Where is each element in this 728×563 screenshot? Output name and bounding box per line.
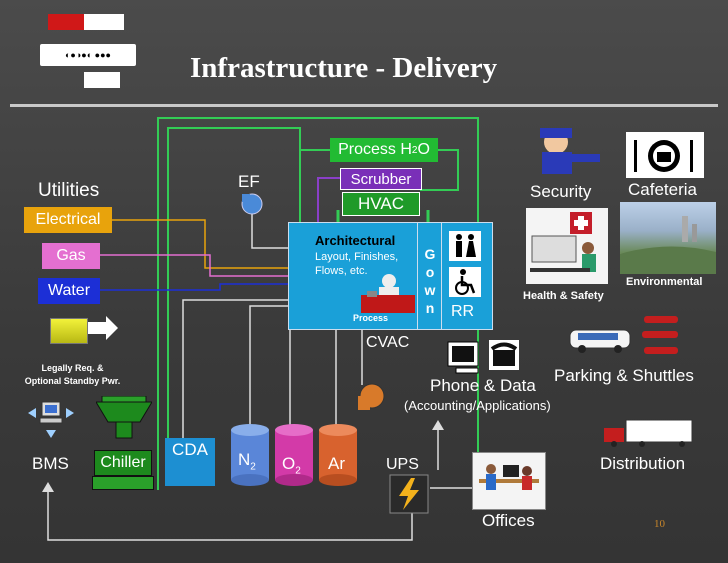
bms-label: BMS	[32, 454, 69, 473]
architectural-title: Architectural	[315, 233, 396, 248]
chiller-loop-inner	[167, 127, 301, 470]
security-guard-image	[530, 124, 600, 174]
chiller-label: Chiller	[94, 450, 152, 476]
phone-data-label: Phone & Data	[430, 376, 536, 395]
o2-label: O2	[282, 454, 301, 477]
distribution-label: Distribution	[600, 454, 686, 473]
process-h2o-right	[420, 149, 459, 191]
cvac-label: CVAC	[366, 334, 410, 351]
ar-cylinder: Ar	[318, 424, 358, 486]
scrubber-box: Scrubber	[340, 168, 422, 190]
phone-data-sub: (Accounting/Applications)	[404, 398, 551, 413]
environmental-image	[620, 202, 716, 274]
n2-cylinder: N2	[230, 424, 270, 486]
health-safety-image	[526, 208, 608, 284]
wheelchair-icon	[449, 267, 481, 297]
cafeteria-icon	[626, 132, 704, 178]
ef-line	[251, 212, 292, 249]
offices-image	[472, 452, 546, 510]
standby-power-label: Legally Req. & Optional Standby Pwr.	[24, 363, 121, 386]
cda-tank: CDA	[165, 438, 215, 486]
restroom-label: RR	[451, 303, 475, 320]
vacuum-pump-icon	[358, 380, 386, 410]
architectural-detail: Layout, Finishes, Flows, etc.	[315, 251, 399, 277]
utilities-heading: Utilities	[38, 180, 100, 201]
n2-label: N2	[238, 450, 256, 473]
logo-text: ◐●◑●◐ ●●●	[40, 44, 136, 66]
logo: ◐●◑●◐ ●●●	[40, 12, 140, 94]
cleanroom-cell: Architectural Layout, Finishes, Flows, e…	[288, 222, 493, 330]
o2-cylinder: O2	[274, 424, 314, 486]
cell-divider-2	[441, 223, 442, 329]
page-title: Infrastructure - Delivery	[190, 52, 498, 84]
offices-label: Offices	[482, 511, 535, 530]
standby-arrow	[86, 316, 118, 340]
chiller-base	[92, 476, 154, 490]
chiller-icon	[95, 395, 153, 446]
environmental-label: Environmental	[626, 276, 703, 288]
truck-icon	[602, 418, 694, 448]
gas-line	[100, 254, 358, 277]
cafeteria-label: Cafeteria	[628, 180, 697, 199]
security-label: Security	[530, 182, 592, 201]
computer-network-icon	[28, 398, 74, 438]
telephone-icon	[489, 340, 519, 370]
shuttle-van-icon	[568, 322, 632, 354]
generator-icon	[50, 318, 88, 344]
water-label: Water	[38, 278, 100, 304]
process-h2o-line	[299, 149, 330, 228]
ar-label: Ar	[328, 454, 345, 473]
process-tool-image	[359, 269, 417, 313]
cars-icon	[640, 312, 684, 360]
ef-label: EF	[238, 172, 260, 191]
gas-label: Gas	[42, 243, 100, 269]
gown-label: G o w n	[424, 246, 436, 316]
health-safety-label: Health & Safety	[523, 290, 604, 302]
parking-label: Parking & Shuttles	[554, 366, 694, 385]
restroom-icon	[449, 231, 481, 261]
ar-line	[335, 319, 344, 430]
process-label: Process	[353, 313, 389, 323]
electrical-label: Electrical	[24, 207, 112, 233]
cell-divider	[417, 223, 418, 329]
ups-label: UPS	[386, 456, 419, 473]
page-number: 10	[654, 518, 665, 530]
computer-icon	[446, 340, 486, 374]
cda-line	[182, 299, 340, 445]
title-divider	[10, 104, 718, 107]
lightning-icon	[389, 474, 429, 514]
hvac-box: HVAC	[342, 192, 420, 216]
fan-icon	[240, 192, 264, 216]
electrical-line	[112, 219, 358, 269]
